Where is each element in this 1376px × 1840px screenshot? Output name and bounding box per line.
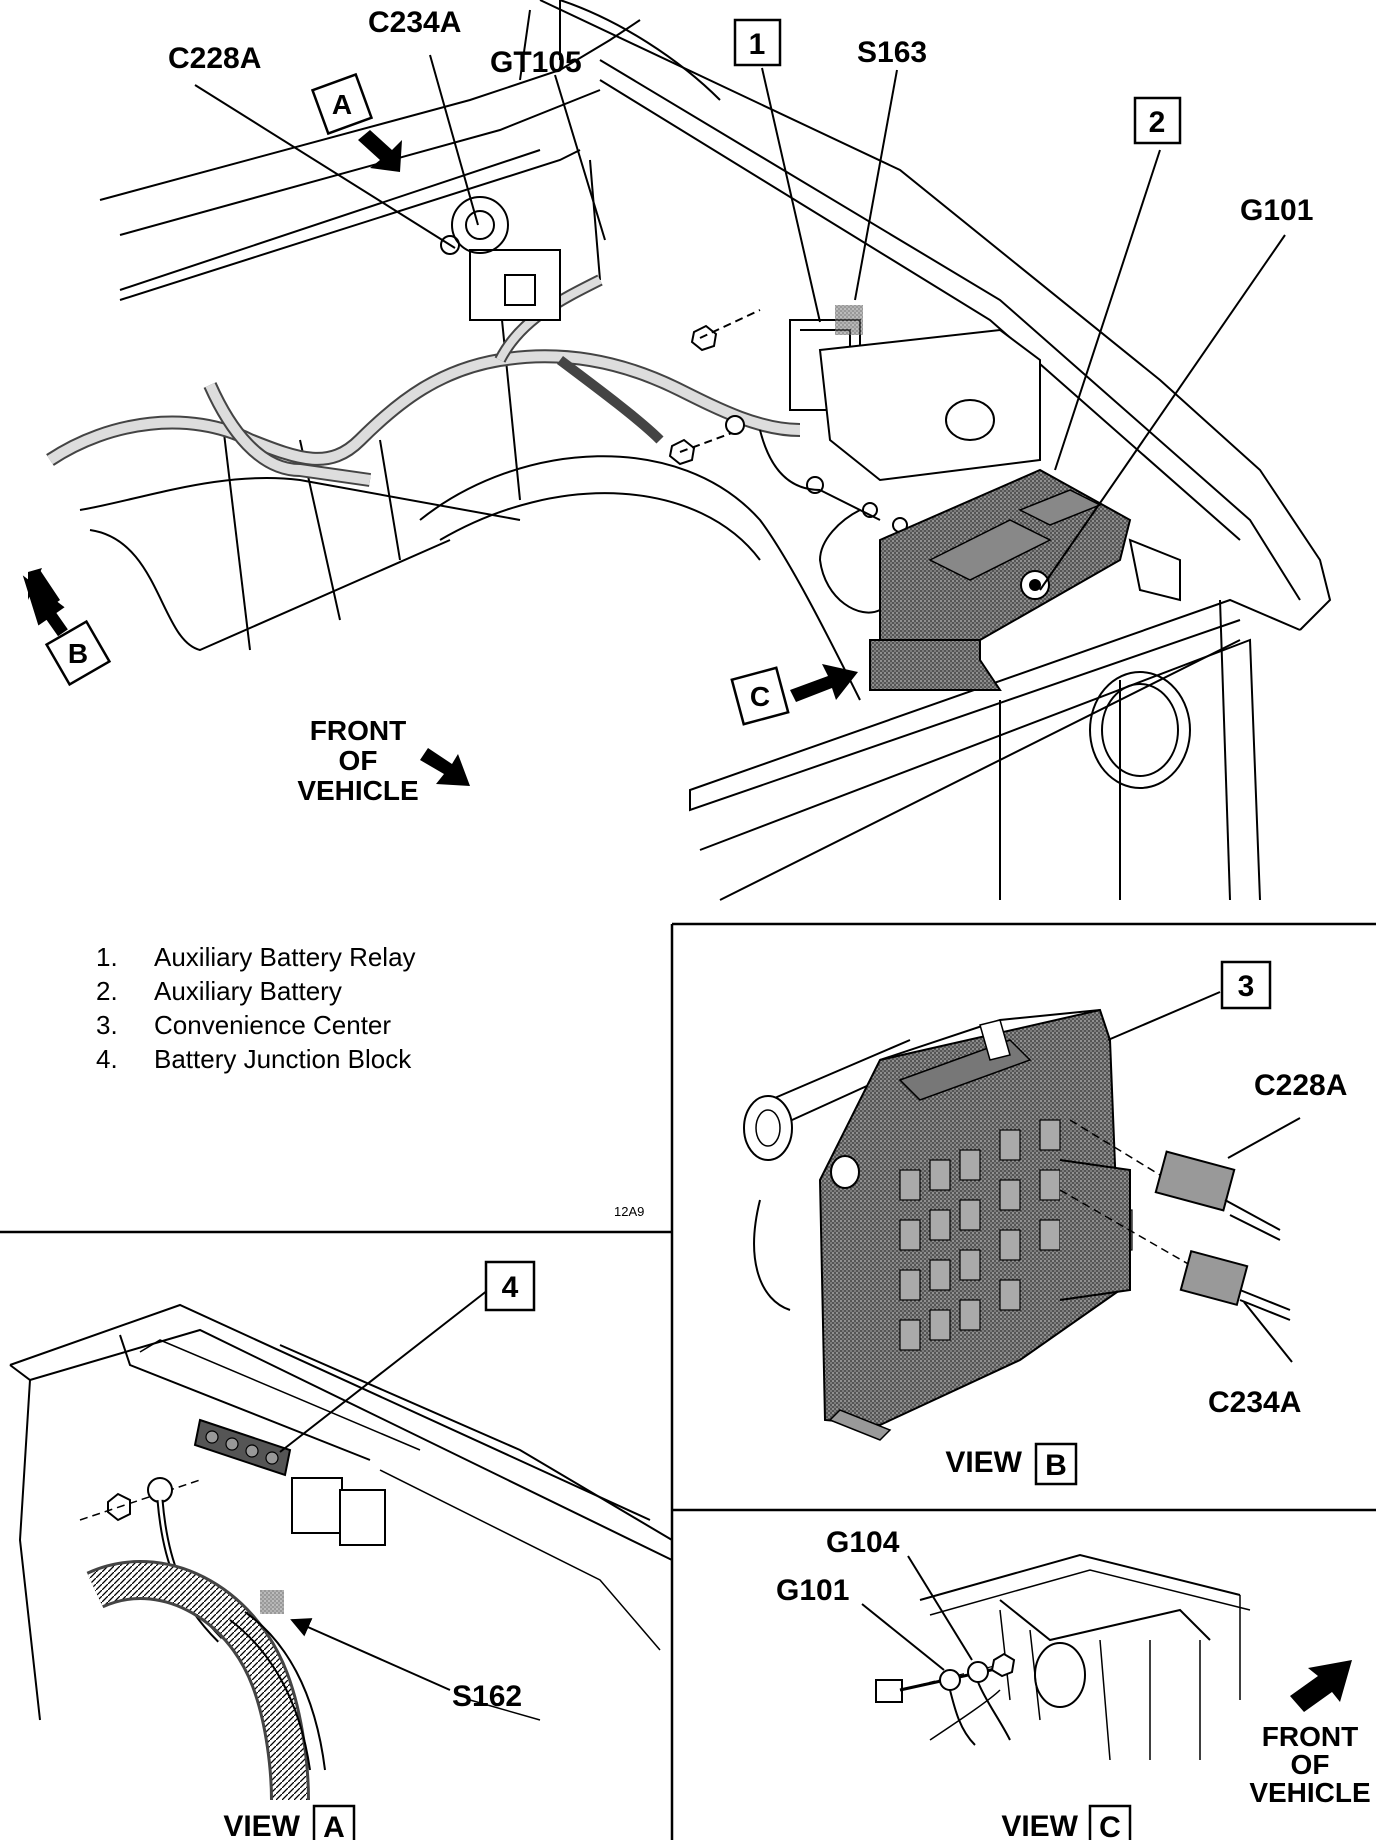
label-c228a-view-b: C228A xyxy=(1254,1069,1347,1102)
svg-text:OF: OF xyxy=(339,745,378,776)
svg-text:VEHICLE: VEHICLE xyxy=(297,775,418,806)
legend-item: 2. Auxiliary Battery xyxy=(96,974,616,1008)
legend-number: 3. xyxy=(96,1010,118,1040)
label-s162: S162 xyxy=(452,1680,522,1713)
view-arrow-a: A xyxy=(310,72,402,172)
figure-id: 12A9 xyxy=(614,1204,645,1219)
legend-item: 4. Battery Junction Block xyxy=(96,1042,616,1076)
view-a-junction-block: 4 S162 VIEW A xyxy=(9,1260,673,1840)
view-arrow-c: C xyxy=(730,664,858,726)
view-b-convenience-center: 3 C228A C234A VIEW B xyxy=(743,960,1347,1486)
front-of-vehicle-c-line2: OF xyxy=(1291,1749,1330,1780)
auxiliary-battery xyxy=(869,468,1132,691)
legend-number: 2. xyxy=(96,976,118,1006)
legend-item: 1. Auxiliary Battery Relay xyxy=(96,940,616,974)
label-g101: G101 xyxy=(1240,194,1313,227)
legend-text: Battery Junction Block xyxy=(154,1044,412,1074)
svg-text:4: 4 xyxy=(502,1271,519,1304)
label-c228a: C228A xyxy=(168,42,261,75)
svg-text:3: 3 xyxy=(1238,970,1255,1003)
front-of-vehicle-main: FRONT OF VEHICLE xyxy=(297,715,470,806)
legend-number: 4. xyxy=(96,1044,118,1074)
view-c-ground-points: G101 G104 FRONT OF VEHICLE VIEW C xyxy=(776,1526,1371,1840)
front-of-vehicle-c-line1: FRONT xyxy=(1262,1721,1358,1752)
legend-text: Auxiliary Battery Relay xyxy=(154,942,416,972)
legend-item: 3. Convenience Center xyxy=(96,1008,616,1042)
main-engine-view xyxy=(46,0,1332,901)
view-c-word: VIEW xyxy=(1001,1810,1078,1840)
label-g104: G104 xyxy=(826,1526,900,1559)
svg-text:FRONT: FRONT xyxy=(310,715,406,746)
callout-2: 2 xyxy=(1133,96,1182,145)
s163-splice-shade xyxy=(835,305,863,335)
svg-text:A: A xyxy=(332,89,352,120)
label-c234a-view-b: C234A xyxy=(1208,1386,1301,1419)
svg-text:2: 2 xyxy=(1149,106,1166,139)
label-c234a: C234A xyxy=(368,6,461,39)
legend-number: 1. xyxy=(96,942,118,972)
callout-1: 1 xyxy=(733,18,782,67)
view-c-letter: C xyxy=(1099,1811,1121,1840)
view-b-word: VIEW xyxy=(945,1446,1022,1479)
legend-text: Auxiliary Battery xyxy=(154,976,342,1006)
view-a-word: VIEW xyxy=(223,1810,300,1840)
label-s163: S163 xyxy=(857,36,927,69)
main-leader-lines xyxy=(194,54,1286,591)
front-of-vehicle-c-line3: VEHICLE xyxy=(1249,1777,1370,1808)
legend-text: Convenience Center xyxy=(154,1010,392,1040)
label-gt105: GT105 xyxy=(490,46,582,79)
legend: 1. Auxiliary Battery Relay 2. Auxiliary … xyxy=(96,940,616,1076)
label-g101-view-c: G101 xyxy=(776,1574,849,1607)
svg-text:C: C xyxy=(750,681,770,712)
svg-text:B: B xyxy=(68,638,88,669)
svg-text:1: 1 xyxy=(749,28,766,61)
view-b-letter: B xyxy=(1045,1449,1067,1482)
view-arrow-b: B xyxy=(22,568,112,687)
view-a-letter: A xyxy=(323,1811,345,1840)
panel-frames xyxy=(0,922,1376,1840)
